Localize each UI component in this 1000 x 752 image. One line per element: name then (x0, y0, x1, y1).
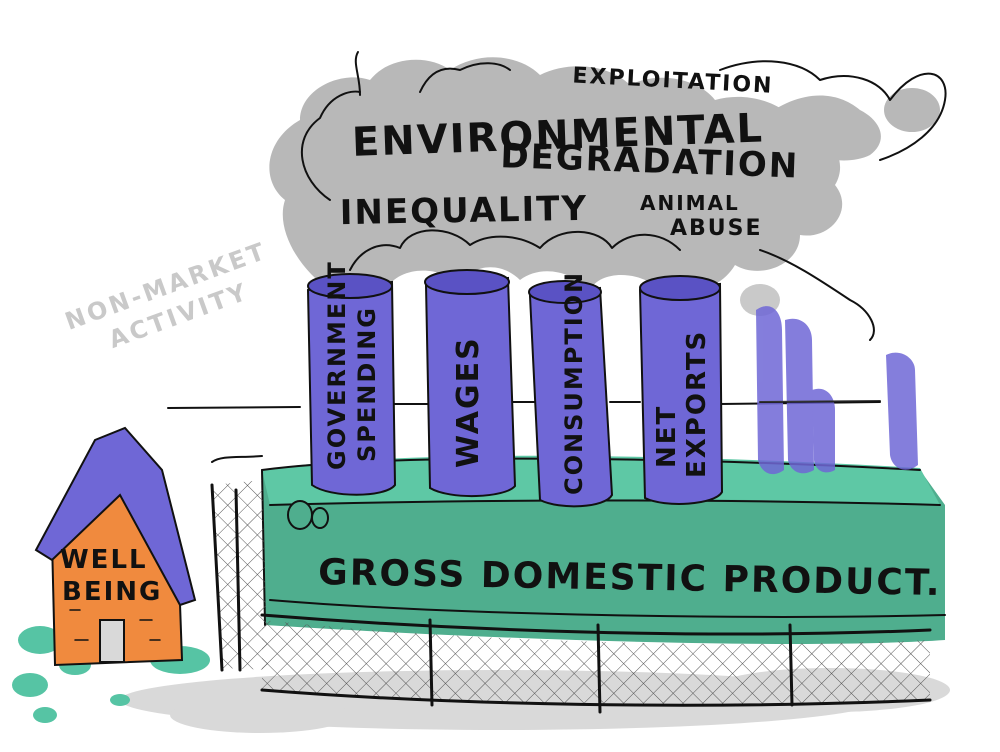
side-note-non-market-activity: NON-MARKET ACTIVITY (61, 237, 271, 354)
label-abuse: ABUSE (670, 216, 763, 241)
chimney-net-exports: NET EXPORTS (638, 275, 724, 505)
chimney-label-line-2: EXPORTS (682, 330, 712, 478)
chimney-consumption: CONSUMPTION (528, 271, 614, 508)
chimney-wages: WAGES (424, 269, 517, 497)
label-inequality: INEQUALITY (339, 189, 588, 233)
smoke-labels: EXPLOITATION ENVIRONMENTAL DEGRADATION I… (339, 63, 799, 241)
chimneys: GOVERNMENT SPENDING WAGES CONSUMPTION NE… (306, 260, 918, 508)
horizon-line (167, 401, 881, 409)
chimney-label-line-1: NET (652, 405, 682, 468)
chimney-label-line-1: WAGES (451, 336, 486, 468)
faded-chimneys (756, 306, 918, 475)
house-label-line-1: WELL (60, 545, 148, 575)
chimney-label-line-1: GOVERNMENT (323, 260, 351, 470)
house-well-being: WELL BEING (34, 426, 197, 667)
chimney-label-line-2: SPENDING (353, 306, 381, 462)
fence (210, 455, 932, 714)
label-animal: ANIMAL (640, 191, 740, 215)
chimney-government-spending: GOVERNMENT SPENDING (306, 260, 397, 496)
house-label-line-2: BEING (62, 577, 162, 607)
chimney-label-line-1: CONSUMPTION (560, 271, 588, 495)
